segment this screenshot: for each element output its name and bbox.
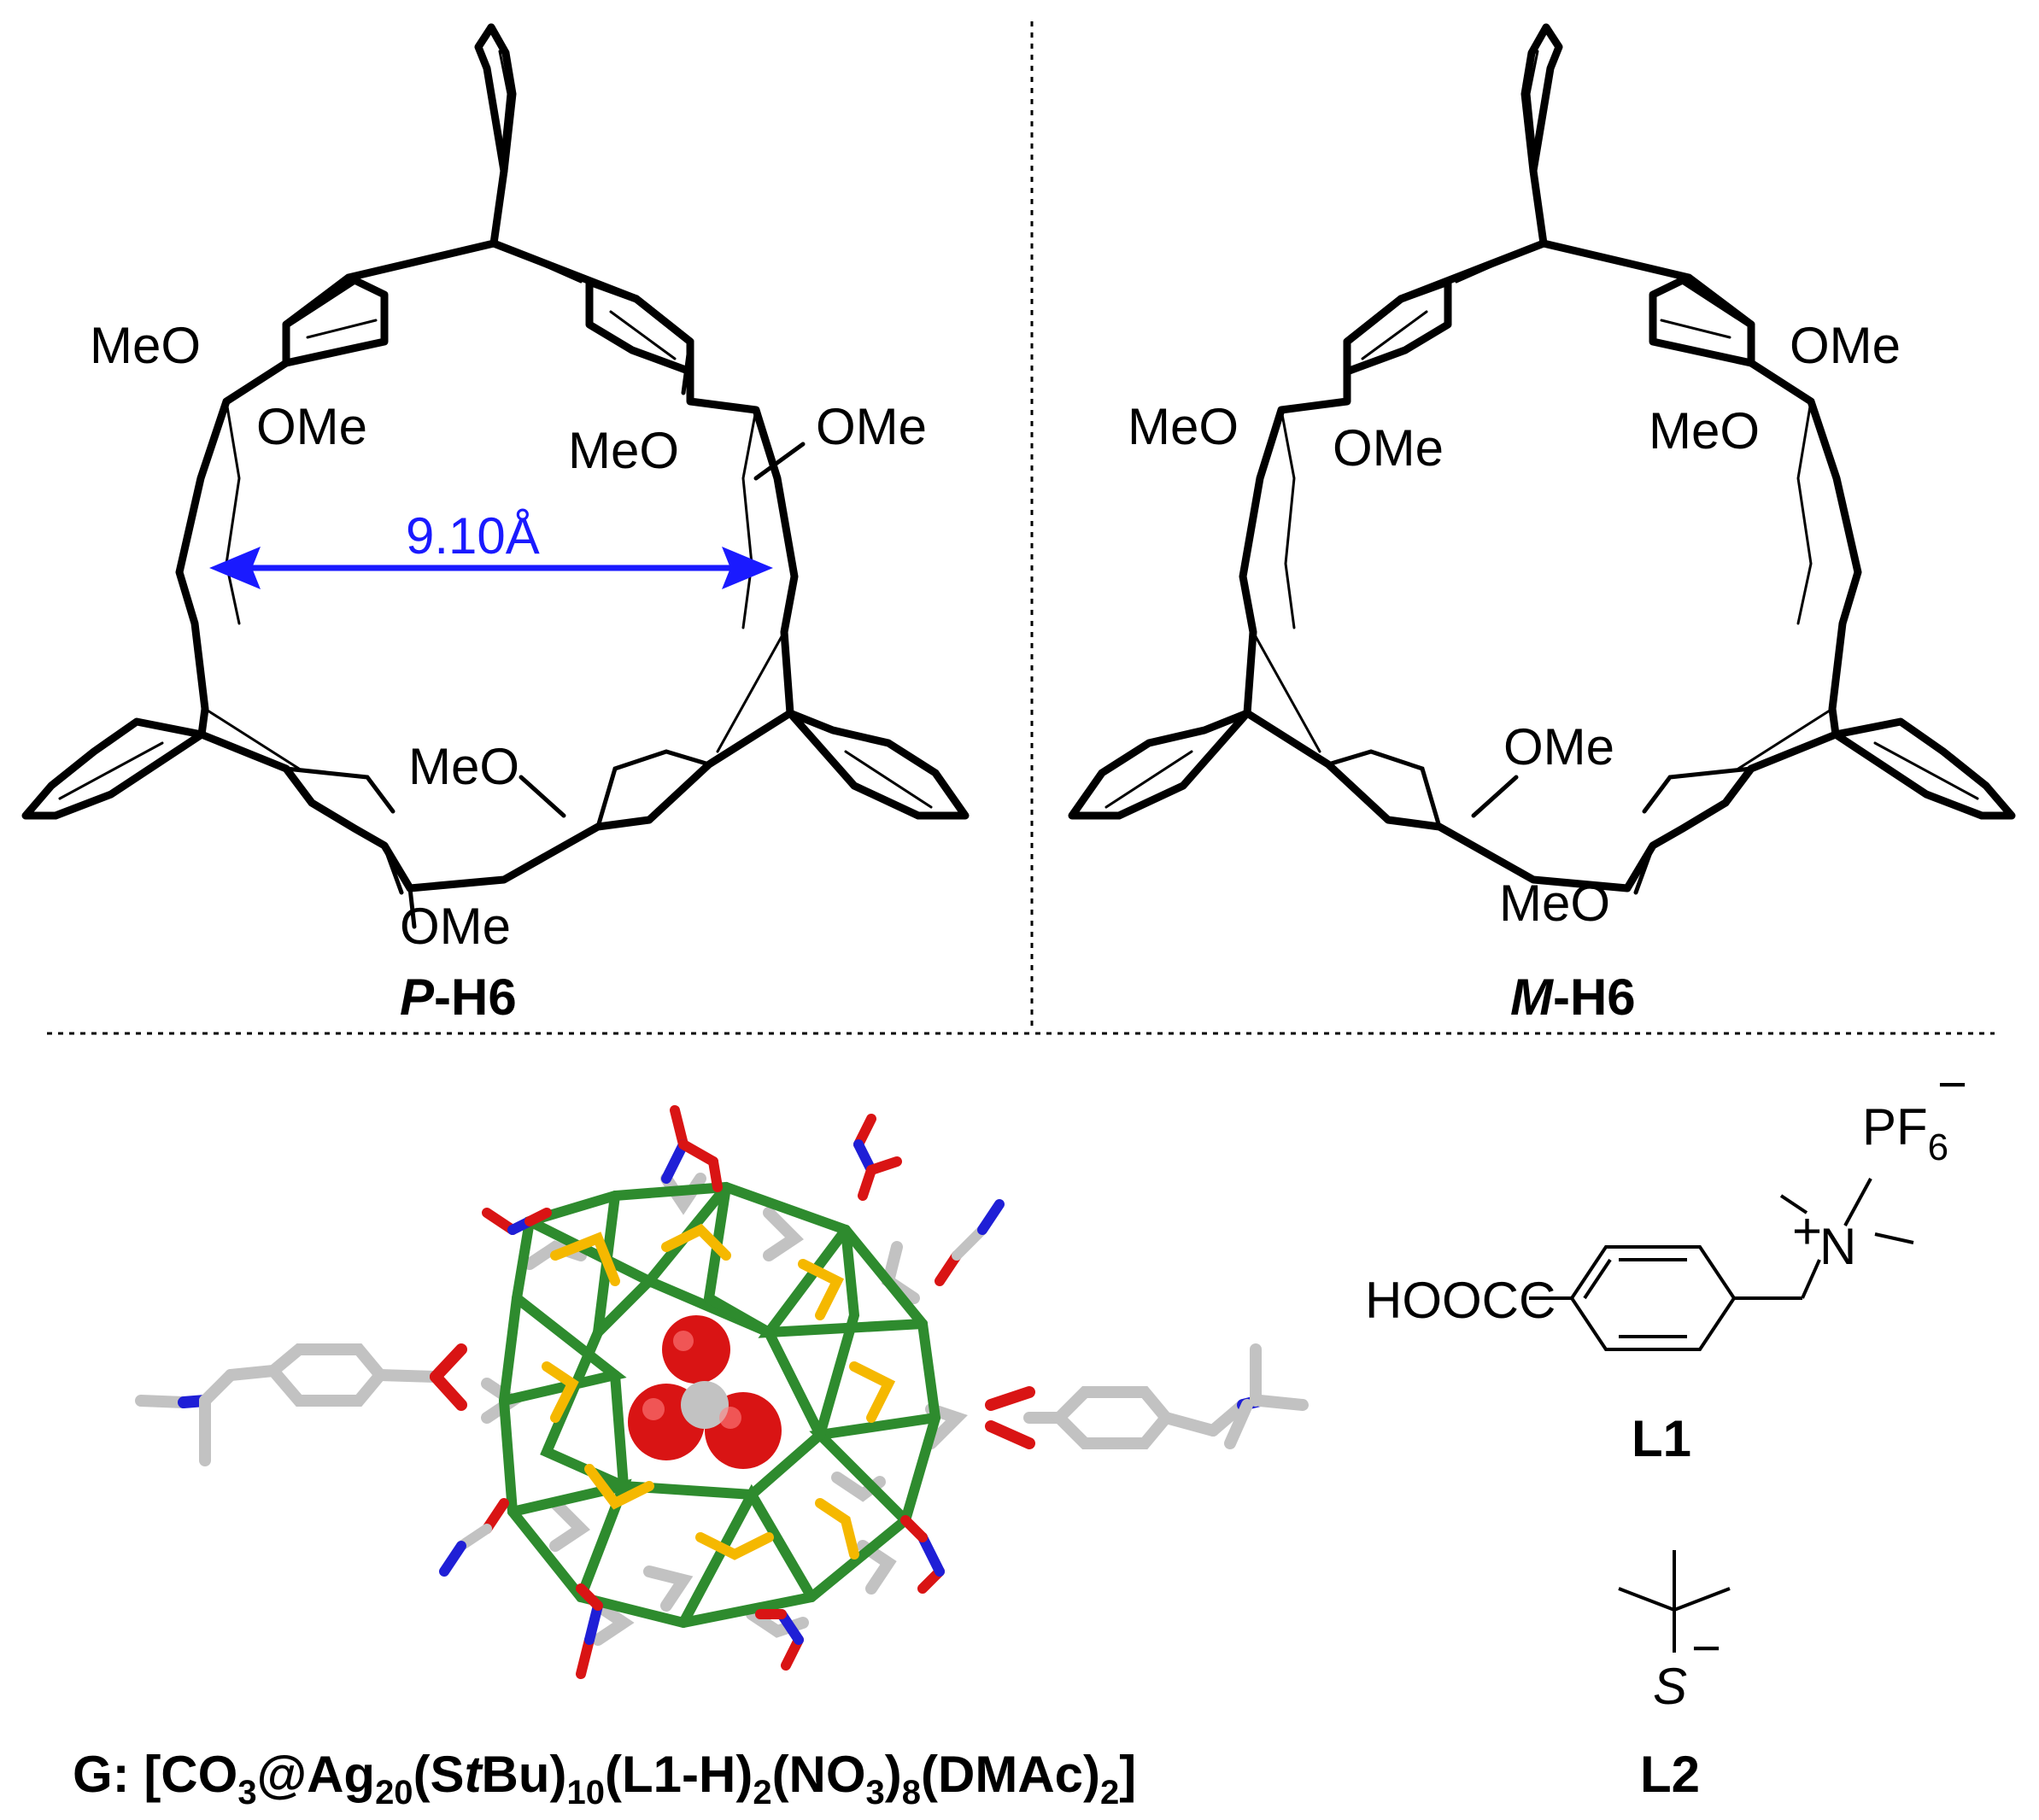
l1-caption: L1: [1632, 1410, 1691, 1467]
l1-cation-charge: +: [1792, 1203, 1822, 1260]
m-h6-label-meo-inner-right: MeO: [1649, 402, 1760, 459]
m-h6-label-ome-upper-right: OMe: [1790, 317, 1901, 374]
formula-part-7: (DMAc): [921, 1746, 1100, 1803]
l1-counter-charge: −: [1937, 1056, 1967, 1113]
p-h6-caption-dash: -: [434, 969, 451, 1026]
m-h6-label-ome-inner-left: OMe: [1333, 419, 1444, 477]
p-h6-structure: [21, 23, 970, 929]
l1-acid-group: HOOCC: [1365, 1272, 1556, 1329]
m-h6-label-meo-bottom: MeO: [1499, 875, 1610, 932]
m-h6-label-ome-bottom: OMe: [1503, 718, 1614, 775]
p-h6-caption: P-H6: [400, 969, 517, 1026]
m-h6-caption-dash: -: [1553, 969, 1570, 1026]
l1-pf-subscript: 6: [1928, 1127, 1948, 1168]
formula-sub-5: 3: [866, 1774, 885, 1811]
m-h6-caption-bold: H6: [1570, 969, 1636, 1026]
cluster-formula: G: [CO3@Ag20(StBu)10(L1-H)2(NO3)8(DMAc)2…: [73, 1746, 1136, 1811]
formula-sub-3: 10: [567, 1774, 606, 1811]
formula-part-2: @Ag: [257, 1746, 376, 1803]
formula-sub-2: 20: [375, 1774, 413, 1811]
right-arm: [985, 1343, 1309, 1449]
l1-acid-text: HOOC: [1365, 1272, 1519, 1329]
distance-arrow: [209, 547, 773, 589]
l1-acid-c: C: [1519, 1272, 1556, 1329]
distance-label: 9.10Å: [406, 507, 540, 565]
m-h6-structure: [1068, 23, 2016, 895]
p-h6-label-meo-bottom: MeO: [408, 738, 519, 795]
m-h6-caption-italic: M: [1510, 969, 1555, 1026]
l1-pf-text: PF: [1862, 1098, 1928, 1156]
formula-sub-4: 2: [753, 1774, 771, 1811]
p-h6-label-ome-bottom: OMe: [400, 898, 511, 955]
sulfur-bonds: [542, 1223, 896, 1560]
formula-part-4: (L1-H): [605, 1746, 753, 1803]
l2-charge: −: [1691, 1619, 1721, 1677]
l1-structure: [1529, 1178, 1914, 1351]
left-arm: [135, 1343, 467, 1466]
formula-sub-1: 3: [237, 1774, 256, 1811]
p-h6-label-meo-inner-right: MeO: [568, 422, 679, 479]
formula-part-3: (S: [413, 1746, 465, 1803]
formula-part-8: ]: [1119, 1746, 1136, 1803]
m-h6-caption: M-H6: [1510, 969, 1636, 1026]
formula-sub-7: 2: [1100, 1774, 1119, 1811]
formula-part-3b: Bu): [482, 1746, 567, 1803]
l1-counter-anion: PF6: [1862, 1098, 1948, 1168]
carbonate-core: [628, 1315, 782, 1469]
formula-part-3-italic: t: [465, 1746, 484, 1803]
formula-part-5: (NO: [772, 1746, 866, 1803]
l2-caption: L2: [1640, 1746, 1700, 1803]
p-h6-caption-bold: H6: [451, 969, 517, 1026]
cluster-model: [135, 1105, 1309, 1679]
formula-part-6: ): [885, 1746, 902, 1803]
nitrate-groups: [439, 1105, 1005, 1679]
l2-structure: [1618, 1550, 1731, 1653]
l2-sulfur: S: [1653, 1658, 1687, 1715]
formula-sub-6: 8: [902, 1774, 921, 1811]
p-h6-label-meo-upper-left: MeO: [90, 317, 201, 374]
p-h6-label-ome-inner-left: OMe: [256, 398, 367, 455]
m-h6-label-meo-left: MeO: [1128, 398, 1239, 455]
formula-prefix: G: [CO: [73, 1746, 237, 1803]
p-h6-caption-italic: P: [400, 969, 435, 1026]
l1-nitrogen: N: [1819, 1218, 1856, 1275]
p-h6-label-ome-right: OMe: [816, 398, 927, 455]
